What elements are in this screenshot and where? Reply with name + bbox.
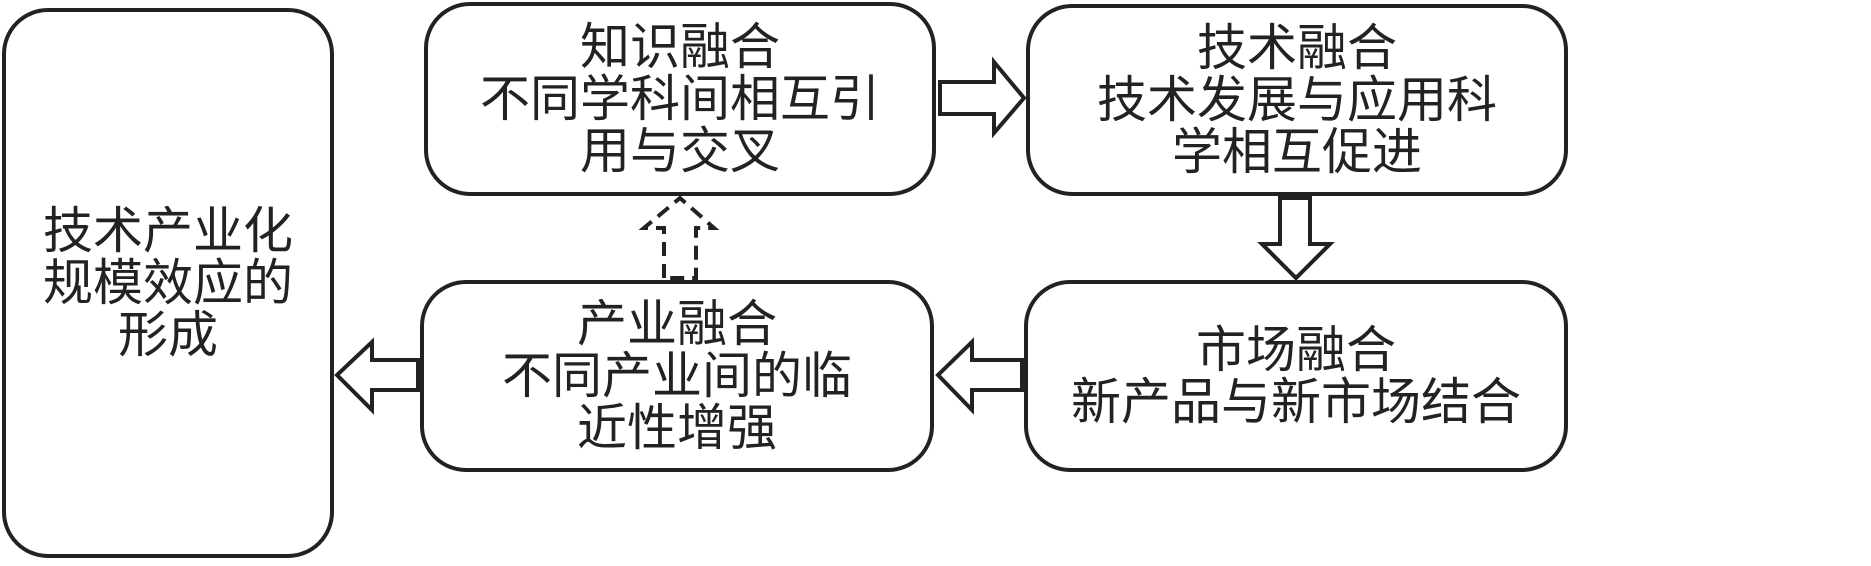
arrow-knowledge-to-technology: [938, 56, 1027, 139]
node-industry-fusion: 产业融合 不同产业间的临 近性增强: [420, 280, 934, 472]
node-knowledge-title: 知识融合: [580, 18, 780, 76]
node-industry-line-3: 近性增强: [577, 399, 777, 457]
node-market-fusion: 市场融合 新产品与新市场结合: [1024, 280, 1568, 472]
node-knowledge-line-3: 用与交叉: [580, 122, 780, 180]
arrow-industry-to-scale: [334, 337, 420, 415]
node-scale-line-3: 形成: [118, 306, 218, 364]
node-market-line-2: 新产品与新市场结合: [1071, 373, 1521, 431]
arrow-industry-to-knowledge-dashed: [638, 195, 720, 280]
node-knowledge-line-2: 不同学科间相互引: [480, 70, 880, 128]
node-technology-line-2: 技术发展与应用科: [1097, 71, 1497, 129]
node-scale-line-1: 技术产业化: [43, 202, 293, 260]
node-scale-line-2: 规模效应的: [43, 254, 293, 312]
node-industry-title: 产业融合: [577, 295, 777, 353]
arrow-technology-to-market: [1257, 196, 1335, 281]
arrow-market-to-industry: [935, 337, 1024, 415]
node-scale-effect: 技术产业化 规模效应的 形成: [2, 8, 334, 558]
node-technology-fusion: 技术融合 技术发展与应用科 学相互促进: [1026, 4, 1568, 196]
node-technology-title: 技术融合: [1197, 19, 1397, 77]
node-market-title: 市场融合: [1196, 321, 1396, 379]
node-technology-line-3: 学相互促进: [1172, 123, 1422, 181]
node-industry-line-2: 不同产业间的临: [502, 347, 852, 405]
node-knowledge-fusion: 知识融合 不同学科间相互引 用与交叉: [424, 2, 936, 196]
